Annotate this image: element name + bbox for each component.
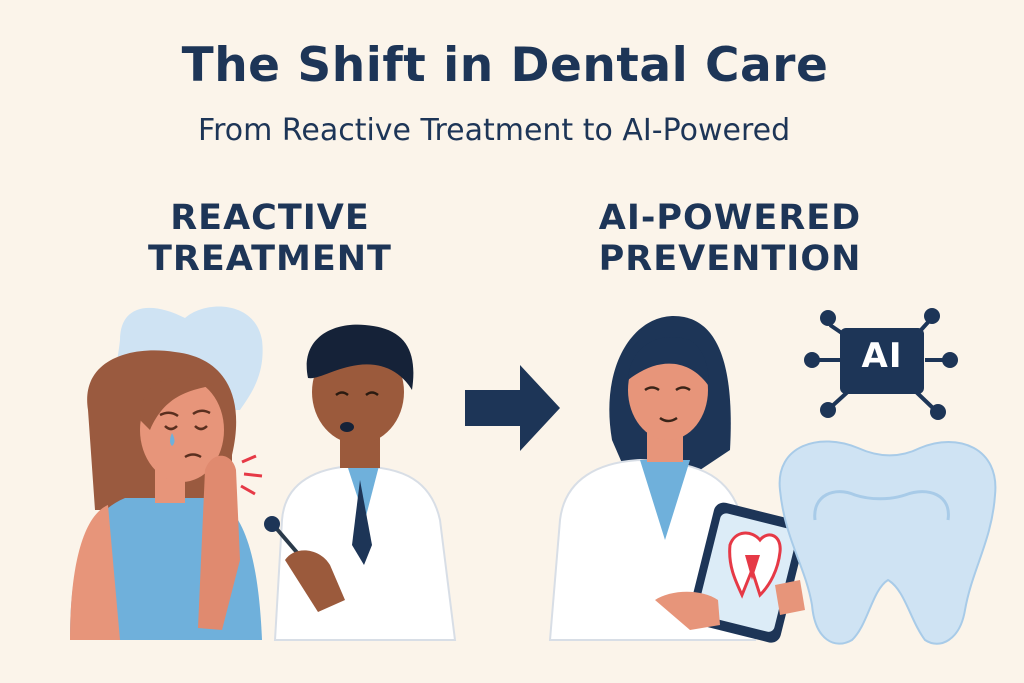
arrow-right-icon (465, 365, 560, 451)
patient-figure (70, 350, 263, 640)
prevention-heading-line2: PREVENTION (598, 239, 862, 279)
reactive-heading-line2: TREATMENT (148, 239, 392, 279)
reactive-heading: REACTIVE TREATMENT (140, 198, 400, 280)
ai-chip-label: AI (861, 336, 903, 376)
page-subtitle: From Reactive Treatment to AI-Powered (198, 113, 791, 148)
prevention-heading: AI-POWERED PREVENTION (575, 198, 885, 280)
dental-mirror-icon (274, 526, 302, 558)
tooth-icon (778, 440, 997, 645)
dentist-prevention-figure (548, 315, 807, 643)
reactive-heading-line1: REACTIVE (170, 198, 370, 238)
ai-chip-icon (804, 308, 958, 420)
page-title: The Shift in Dental Care (181, 38, 829, 93)
prevention-heading-line1: AI-POWERED (598, 198, 862, 238)
dentist-reactive-figure (264, 324, 457, 641)
